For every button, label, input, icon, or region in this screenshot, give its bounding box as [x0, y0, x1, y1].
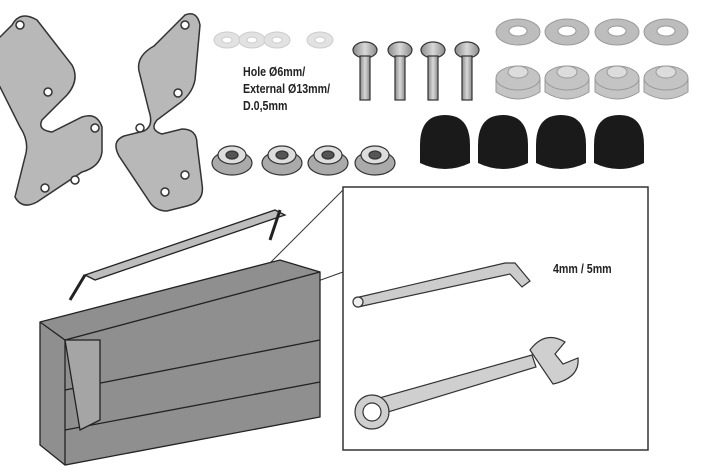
washer-spec-thickness: D.0,5mm	[243, 98, 288, 113]
bolt	[454, 41, 480, 101]
spacers	[495, 65, 689, 100]
washer-spec-hole: Hole Ø6mm/	[243, 64, 306, 79]
thick-washers	[495, 18, 689, 46]
left-bracket	[0, 15, 103, 206]
washer-spec-label: Hole Ø6mm/ External Ø13mm/ D.0,5mm	[243, 63, 330, 114]
flange-nuts	[211, 145, 396, 176]
cap-nuts	[420, 115, 644, 169]
right-bracket	[115, 13, 204, 212]
bolt	[352, 41, 378, 101]
bolt	[420, 41, 446, 101]
bolts	[352, 41, 480, 101]
allen-key	[352, 262, 531, 308]
tool-size-label: 4mm / 5mm	[553, 261, 612, 276]
toolbox	[39, 209, 321, 466]
combination-wrench	[354, 336, 579, 430]
thin-washers	[213, 31, 334, 49]
washer-spec-external: External Ø13mm/	[243, 81, 331, 96]
bolt	[387, 41, 413, 101]
